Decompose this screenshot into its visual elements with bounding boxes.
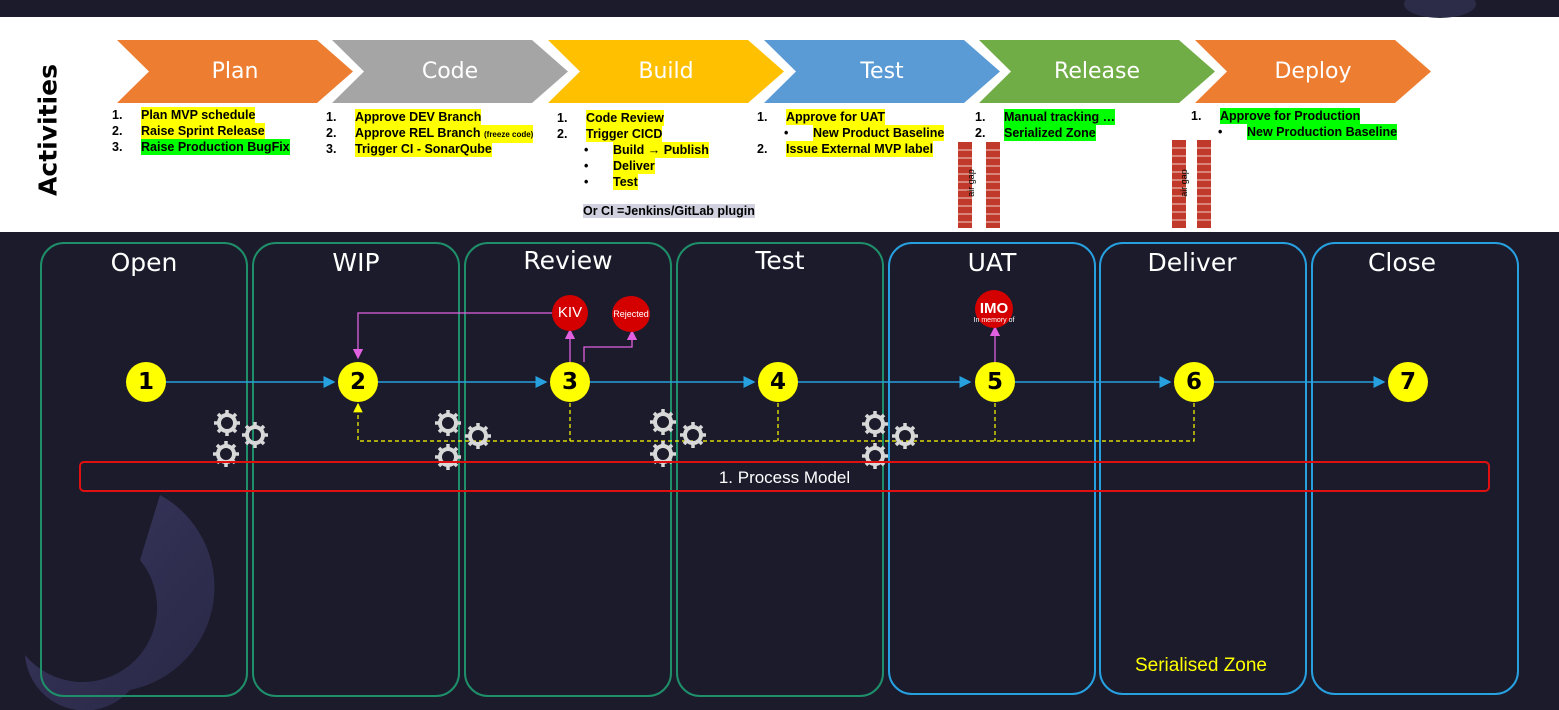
build-note: Or CI =Jenkins/GitLab plugin <box>583 204 755 218</box>
process-node-2: 2 <box>338 362 378 402</box>
activity-item: Raise Production BugFix <box>141 139 290 155</box>
gear-icon <box>678 420 708 450</box>
activity-item: Approve DEV Branch <box>355 109 482 125</box>
activity-item: Trigger CICD <box>586 126 663 142</box>
stage-deploy: Deploy <box>1195 40 1431 103</box>
column-deliver <box>1099 242 1307 695</box>
process-node-6: 6 <box>1174 362 1214 402</box>
brick-wall-icon <box>958 142 972 228</box>
activity-item: New Product Baseline <box>813 125 945 141</box>
rejected-status: Rejected <box>612 296 650 332</box>
test-activities: 1.Approve for UAT •New Product Baseline … <box>757 109 945 157</box>
column-title: UAT <box>967 248 1017 277</box>
activity-item: Build → Publish <box>613 142 709 158</box>
kiv-status: KIV <box>552 295 588 331</box>
process-node-7: 7 <box>1388 362 1428 402</box>
stage-code: Code <box>332 40 568 103</box>
column-title: Test <box>755 246 805 275</box>
process-node-1: 1 <box>126 362 166 402</box>
activity-item: Serialized Zone <box>1004 125 1096 141</box>
activity-item: Approve REL Branch <box>355 126 481 140</box>
activity-item: Issue External MVP label <box>786 141 934 157</box>
activity-item: Raise Sprint Release <box>141 123 265 139</box>
stage-build: Build <box>548 40 784 103</box>
gear-icon <box>648 407 678 437</box>
brick-wall-icon <box>1197 140 1211 228</box>
process-node-3: 3 <box>550 362 590 402</box>
stage-release: Release <box>979 40 1215 103</box>
activity-item: Trigger CI - SonarQube <box>355 141 492 157</box>
brick-wall-icon <box>1172 140 1186 228</box>
code-activities: 1.Approve DEV Branch 2.Approve REL Branc… <box>326 109 534 157</box>
column-title: Deliver <box>1147 248 1237 277</box>
column-test <box>676 242 884 697</box>
column-title: WIP <box>332 248 380 277</box>
imo-status: IMO In memory of <box>974 290 1014 328</box>
build-activities: 1.Code Review 2.Trigger CICD •Build → Pu… <box>557 110 709 190</box>
column-title: Review <box>523 246 613 275</box>
gear-icon <box>433 408 463 438</box>
gear-icon <box>890 421 920 451</box>
plan-activities: 1.Plan MVP schedule 2.Raise Sprint Relea… <box>112 107 290 155</box>
activity-item: Test <box>613 174 638 190</box>
gear-icon <box>212 408 242 438</box>
activity-item: Approve for UAT <box>786 109 886 125</box>
column-title: Close <box>1367 248 1437 277</box>
activity-item: Manual tracking … <box>1004 109 1116 125</box>
process-model-band: 1. Process Model <box>79 461 1490 492</box>
serialised-zone-label: Serialised Zone <box>1134 655 1268 676</box>
column-uat <box>888 242 1096 695</box>
activity-item: Plan MVP schedule <box>141 107 256 123</box>
stage-plan: Plan <box>117 40 353 103</box>
column-wip <box>252 242 460 697</box>
column-open <box>40 242 248 697</box>
gear-icon <box>463 421 493 451</box>
activity-item: Approve for Production <box>1220 108 1361 124</box>
activity-item: Deliver <box>613 158 655 174</box>
column-close <box>1311 242 1519 695</box>
deploy-activities: 1.Approve for Production •New Production… <box>1191 108 1398 140</box>
activity-item: Code Review <box>586 110 664 126</box>
activity-item: New Production Baseline <box>1247 124 1398 140</box>
brick-wall-icon <box>986 142 1000 228</box>
release-activities: 1.Manual tracking … 2.Serialized Zone <box>975 109 1116 141</box>
process-node-5: 5 <box>975 362 1015 402</box>
column-title: Open <box>110 248 178 277</box>
stage-test: Test <box>764 40 1000 103</box>
gear-icon <box>860 409 890 439</box>
column-review <box>464 242 672 697</box>
process-node-4: 4 <box>758 362 798 402</box>
gear-icon <box>240 420 270 450</box>
